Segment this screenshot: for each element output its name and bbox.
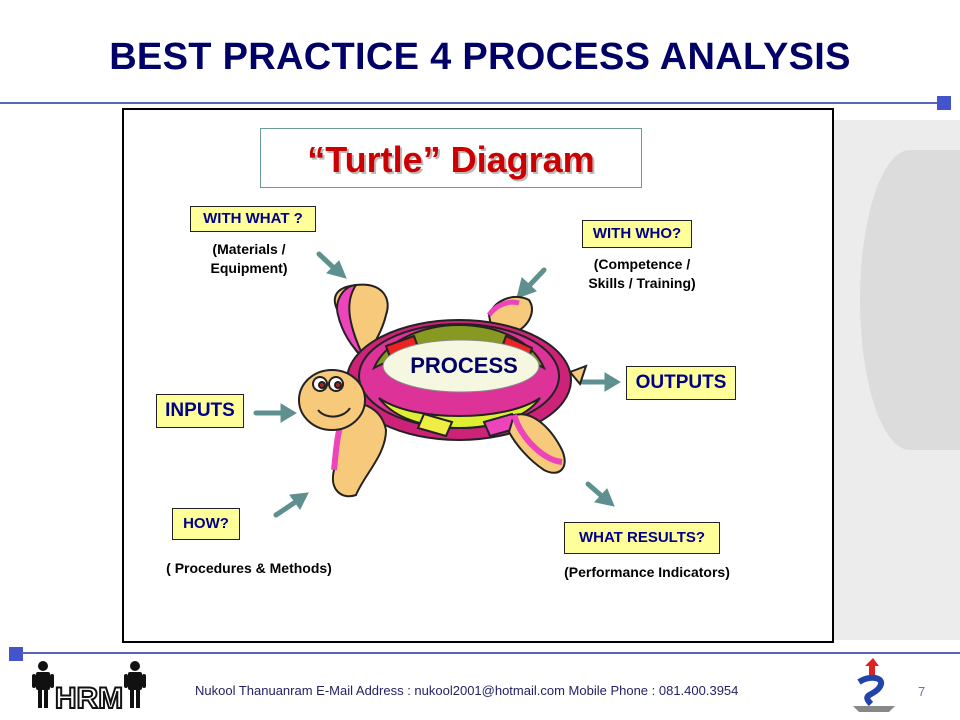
- diagram-heading: “Turtle” Diagram: [307, 139, 595, 180]
- page-number: 7: [918, 684, 926, 699]
- arrow-icon: [253, 251, 621, 518]
- what-results-note: (Performance Indicators): [564, 564, 730, 580]
- turtle-illustration: [253, 251, 621, 518]
- with-what-note-line1: (Materials /: [212, 241, 286, 257]
- bottom-divider: [22, 652, 960, 654]
- footer-contact: Nukool Thanuanram E-Mail Address : nukoo…: [195, 683, 739, 698]
- how-note: ( Procedures & Methods): [166, 560, 332, 576]
- with-what-label: WITH WHAT ?: [190, 206, 316, 232]
- hrm-logo: HRM: [32, 661, 146, 716]
- with-what-note: (Materials / Equipment): [184, 240, 314, 278]
- with-who-note: (Competence / Skills / Training): [572, 255, 712, 293]
- slide-title: BEST PRACTICE 4 PROCESS ANALYSIS: [109, 36, 851, 78]
- bottom-divider-marker: [9, 647, 23, 661]
- with-who-note-line1: (Competence /: [593, 256, 691, 272]
- process-label: PROCESS: [410, 353, 518, 378]
- turtle-diagram-frame: “Turtle” Diagram PROCESS WITH WHAT ? (Ma…: [122, 108, 834, 643]
- top-divider: [0, 102, 940, 104]
- diagram-heading-box: “Turtle” Diagram: [260, 128, 642, 188]
- top-divider-marker: [937, 96, 951, 110]
- what-results-label: WHAT RESULTS?: [564, 522, 720, 554]
- inputs-label: INPUTS: [156, 394, 244, 428]
- hrm-logo-text: HRM: [55, 682, 123, 715]
- outputs-label: OUTPUTS: [626, 366, 736, 400]
- with-who-label: WITH WHO?: [582, 220, 692, 248]
- with-what-note-line2: Equipment): [210, 260, 288, 276]
- arrow-logo-icon: [853, 658, 895, 712]
- with-who-note-line2: Skills / Training): [588, 275, 696, 291]
- background-globe-shade: [860, 150, 960, 450]
- how-label: HOW?: [172, 508, 240, 540]
- process-ellipse: [382, 339, 540, 393]
